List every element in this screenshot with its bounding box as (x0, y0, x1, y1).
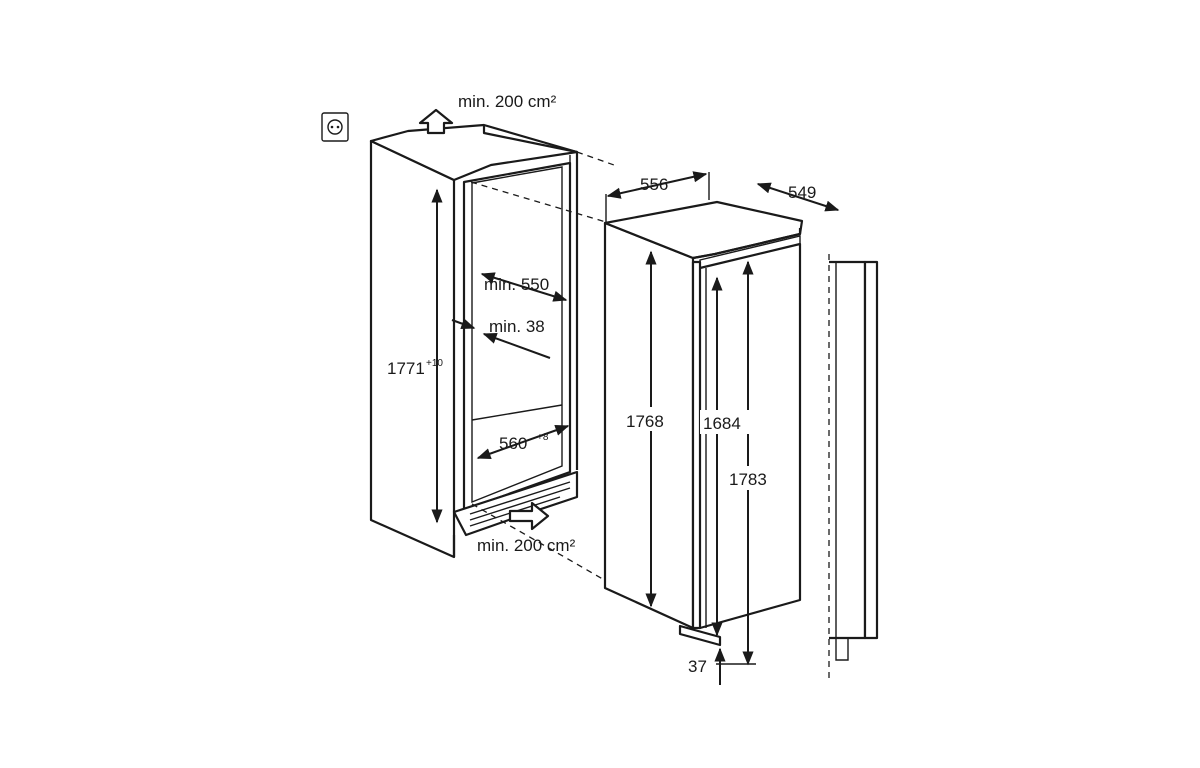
label-niche-width-tolerance: +8 (537, 432, 549, 443)
label-appliance-height: 1768 (626, 412, 664, 431)
label-appliance-width: 556 (640, 175, 668, 194)
ventilation-arrow-bottom (508, 501, 550, 531)
label-door-height: 1684 (703, 414, 741, 433)
label-niche-depth: min. 550 (484, 275, 549, 294)
dimension-line-appliance-depth (756, 182, 840, 212)
projection-lines (470, 151, 615, 583)
label-total-height: 1783 (729, 470, 767, 489)
label-niche-width: 560 (499, 434, 527, 453)
ventilation-arrow-top (418, 108, 454, 135)
dimension-line-panel-gap-right (482, 333, 551, 359)
label-niche-height: 1771 (387, 359, 425, 378)
label-appliance-depth: 549 (788, 183, 816, 202)
label-backdrop (624, 407, 674, 431)
dimension-line-panel-gap (451, 318, 476, 329)
label-backdrop (700, 410, 750, 434)
cabinet-niche (369, 123, 579, 559)
dimension-line-niche-depth (480, 272, 568, 302)
door-panel-side-view (828, 254, 879, 680)
label-backdrop (726, 466, 778, 490)
dimension-line-niche-width (476, 424, 570, 460)
dimension-line-appliance-width (606, 171, 708, 199)
label-niche-height-tolerance: +10 (426, 358, 443, 369)
label-vent-bottom: min. 200 cm² (477, 536, 576, 555)
label-panel-gap: min. 38 (489, 317, 545, 336)
label-foot-height: 37 (688, 657, 707, 676)
power-socket-icon (321, 112, 349, 142)
label-vent-top: min. 200 cm² (458, 92, 557, 111)
